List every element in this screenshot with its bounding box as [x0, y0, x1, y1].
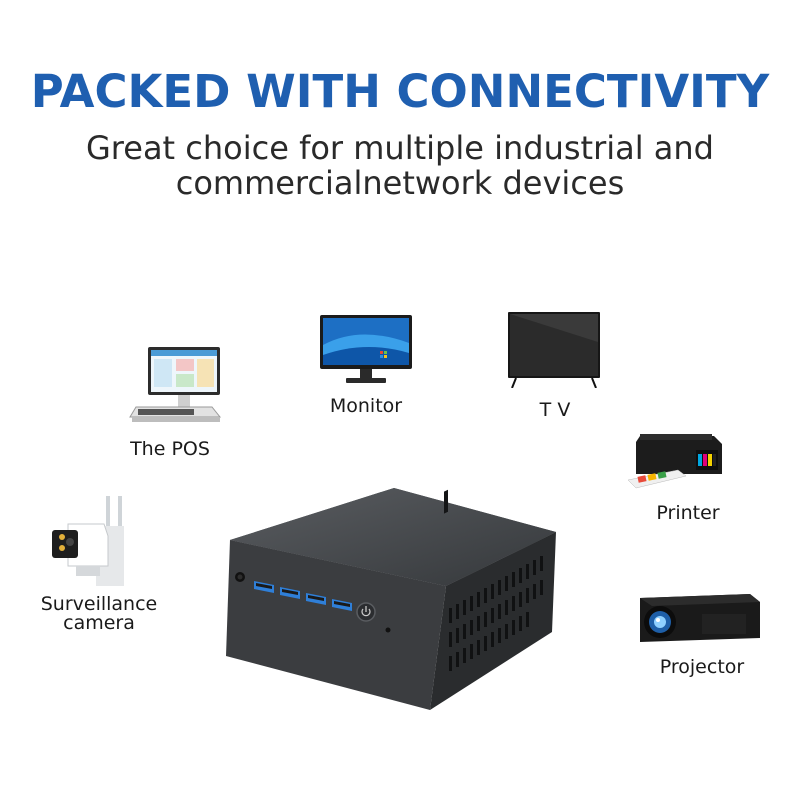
printer-icon	[626, 430, 726, 492]
projector-icon	[632, 588, 762, 650]
surveillance-camera-icon	[48, 496, 128, 586]
page-title: PACKED WITH CONNECTIVITY	[30, 65, 770, 118]
tv-label: T V	[539, 399, 571, 421]
tv-icon	[508, 312, 600, 388]
page-subtitle: Great choice for multiple industrial and…	[0, 131, 800, 201]
camera-label-line-2: camera	[63, 612, 135, 634]
mini-pc-icon	[226, 488, 562, 712]
monitor-icon	[320, 315, 412, 385]
subtitle-line-2: commercialnetwork devices	[175, 164, 625, 202]
usb-port-4	[332, 599, 352, 611]
usb-port-2	[280, 587, 300, 599]
pos-terminal-icon	[126, 345, 222, 425]
camera-label: Surveillance camera	[34, 595, 164, 633]
projector-label: Projector	[659, 656, 745, 678]
camera-label-line-1: Surveillance	[40, 593, 158, 615]
printer-label: Printer	[656, 502, 720, 524]
usb-port-1	[254, 581, 274, 593]
usb-port-3	[306, 593, 326, 605]
pos-label: The POS	[130, 438, 210, 460]
subtitle-line-1: Great choice for multiple industrial and	[86, 129, 714, 167]
monitor-label: Monitor	[329, 395, 403, 417]
